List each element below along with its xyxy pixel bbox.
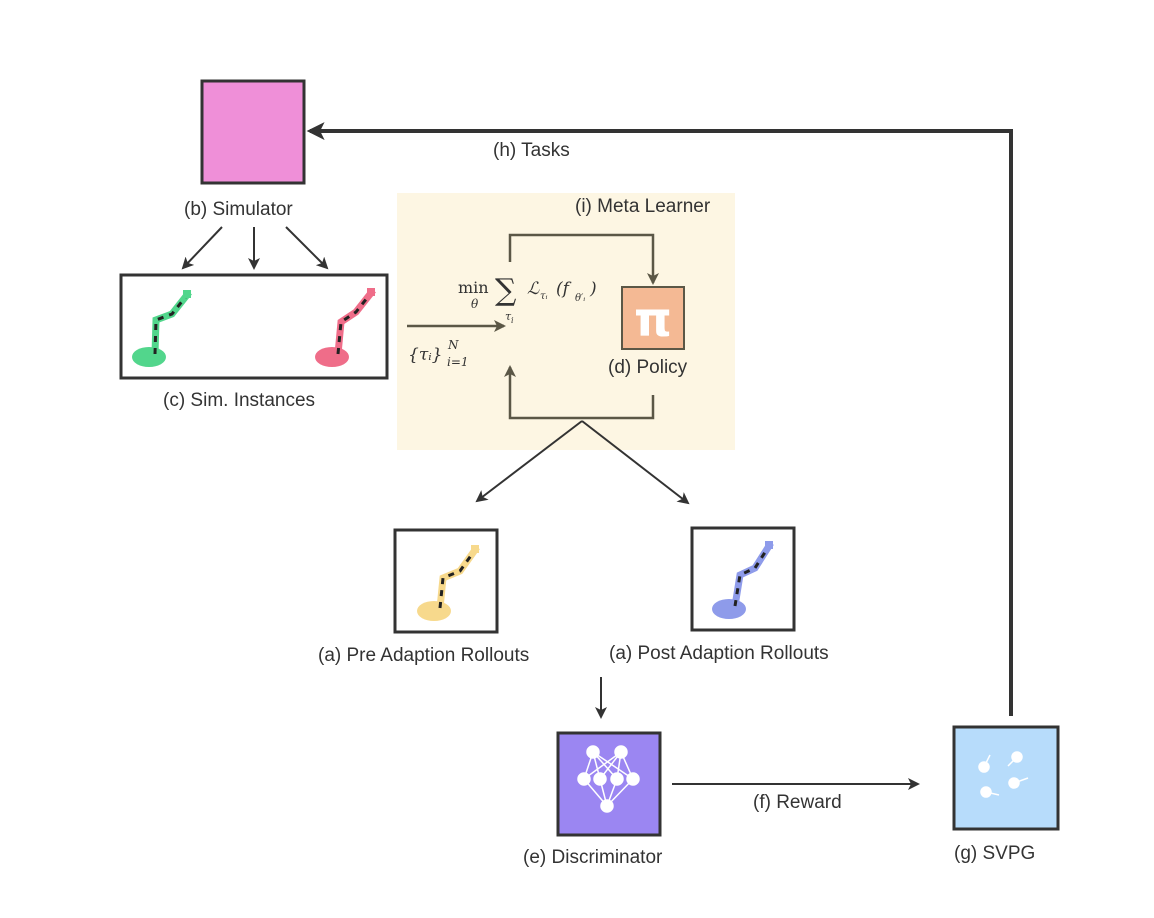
post-rollouts-box <box>690 526 796 632</box>
sim-instances-label: (c) Sim. Instances <box>163 390 315 411</box>
svg-text:τᵢ: τᵢ <box>540 291 548 302</box>
svg-text:(f: (f <box>556 279 572 299</box>
svg-text:i=1: i=1 <box>447 355 469 369</box>
sim-arrow-right <box>285 226 329 270</box>
tasks-arrow <box>306 122 1013 716</box>
policy-box <box>621 286 685 350</box>
svg-text:θ′ᵢ: θ′ᵢ <box>575 293 585 304</box>
svg-text:min: min <box>458 278 489 297</box>
robot-arm-icon <box>417 545 480 621</box>
simulator-label: (b) Simulator <box>184 199 293 220</box>
discriminator-box <box>556 731 662 837</box>
robot-arm-icon <box>712 541 774 619</box>
formula-to-policy-arrow <box>508 233 659 285</box>
svpg-label: (g) SVPG <box>954 843 1035 864</box>
robot-arm-icon <box>315 288 376 367</box>
policy-label: (d) Policy <box>608 357 688 378</box>
to-pre-rollouts-arrow <box>475 420 583 503</box>
svg-text:N: N <box>447 338 459 352</box>
svpg-box <box>952 725 1060 831</box>
svg-text:∑: ∑ <box>495 273 517 308</box>
svg-text:i: i <box>511 316 514 325</box>
svg-text:θ: θ <box>471 297 479 311</box>
post-rollouts-label: (a) Post Adaption Rollouts <box>609 643 829 664</box>
discriminator-label: (e) Discriminator <box>523 847 663 868</box>
tasks-label: (h) Tasks <box>493 140 570 161</box>
reward-label: (f) Reward <box>753 792 842 813</box>
svg-text:): ) <box>589 279 597 299</box>
svg-text:{τᵢ}: {τᵢ} <box>408 345 442 365</box>
svg-text:ℒ: ℒ <box>527 279 540 299</box>
policy-to-formula-arrow <box>504 365 655 420</box>
meta-objective-formula: min θ ∑ τ i ℒ τᵢ (f θ′ᵢ ) <box>458 273 597 325</box>
neural-network-icon <box>577 745 640 813</box>
robot-arm-icon <box>132 290 192 367</box>
svg-text:τ: τ <box>505 310 512 323</box>
pre-rollouts-label: (a) Pre Adaption Rollouts <box>318 645 529 666</box>
meta-learner-label: (i) Meta Learner <box>575 196 711 217</box>
pi-icon: π <box>634 292 672 348</box>
sim-arrow-left <box>181 226 223 270</box>
to-post-rollouts-arrow <box>581 420 690 505</box>
particles-icon <box>978 751 1029 798</box>
simulator-box <box>200 79 306 185</box>
tasks-set-formula: {τᵢ} N i=1 <box>408 338 469 369</box>
